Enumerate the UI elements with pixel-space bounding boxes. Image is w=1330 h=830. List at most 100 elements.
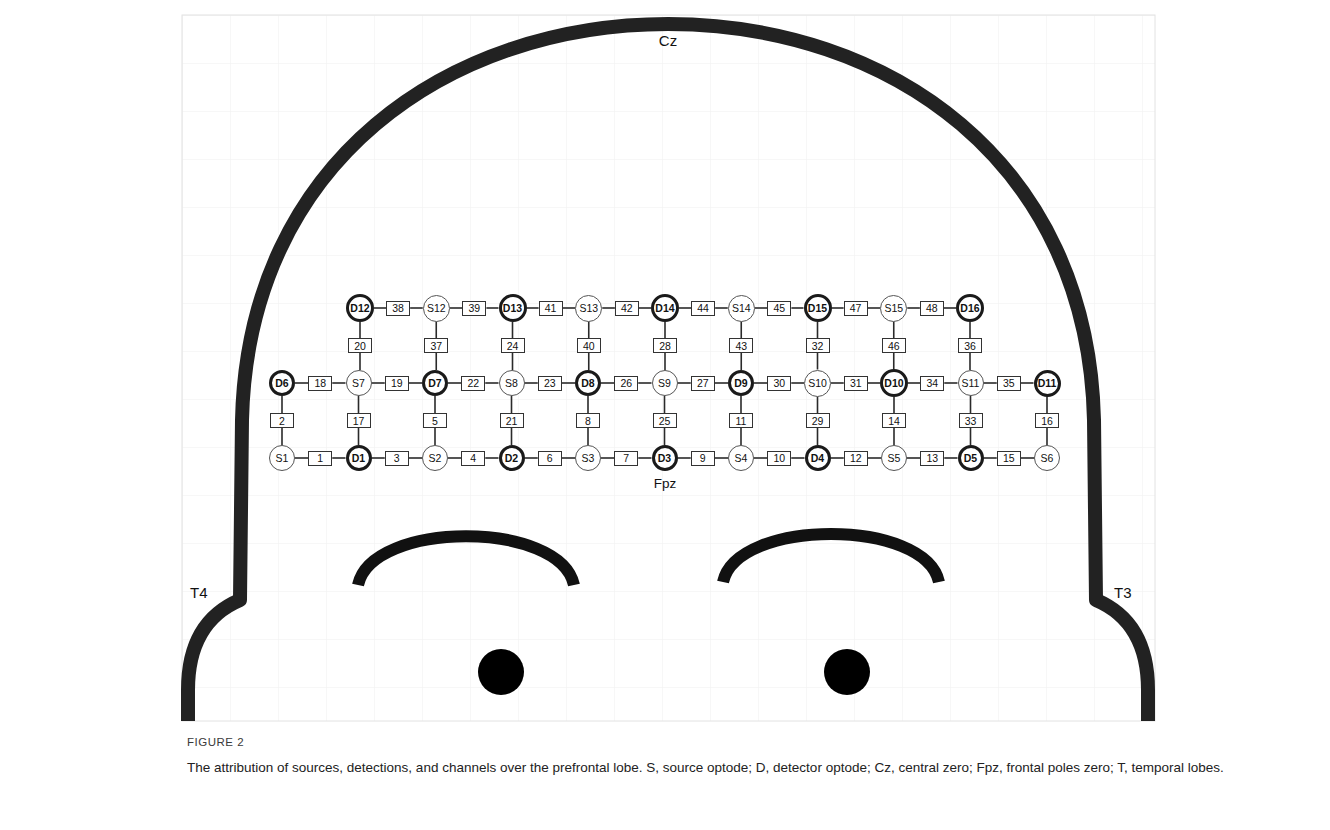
channel-line [434, 428, 436, 445]
channel-line [409, 382, 422, 384]
node-label: 22 [467, 377, 479, 389]
channel-line [664, 428, 666, 445]
source-optode: S10 [804, 370, 831, 397]
channel-line [907, 307, 920, 309]
channel-box: 36 [958, 338, 982, 353]
channel-box: 17 [347, 413, 371, 428]
node-label: 2 [279, 415, 285, 427]
channel-line [486, 307, 498, 309]
channel-line [588, 353, 590, 370]
channel-line [984, 382, 997, 384]
channel-line [358, 428, 360, 445]
channel-box: 47 [844, 301, 868, 316]
channel-line [587, 396, 589, 413]
channel-box: 38 [386, 301, 410, 316]
detector-optode: D9 [728, 370, 754, 396]
channel-box: 16 [1035, 413, 1059, 428]
channel-line [1021, 457, 1034, 459]
detector-optode: D13 [499, 294, 527, 322]
node-label: S7 [352, 377, 365, 389]
channel-line [295, 457, 308, 459]
detector-optode: D11 [1034, 370, 1061, 397]
channel-line [984, 457, 997, 459]
channel-line [512, 353, 514, 370]
node-label: 5 [432, 415, 438, 427]
channel-box: 7 [614, 451, 638, 466]
node-label: S5 [888, 452, 901, 464]
node-label: D7 [428, 377, 441, 389]
channel-line [970, 428, 972, 445]
node-label: 16 [1041, 415, 1053, 427]
figure-number: FIGURE 2 [187, 736, 244, 748]
channel-box: 26 [614, 376, 638, 391]
channel-line [791, 457, 804, 459]
channel-line [525, 457, 538, 459]
node-label: D16 [960, 302, 979, 314]
node-label: 29 [812, 415, 824, 427]
channel-line [562, 457, 575, 459]
channel-box: 22 [461, 376, 485, 391]
channel-box: 40 [577, 338, 601, 353]
channel-box: 31 [844, 376, 868, 391]
channel-box: 21 [500, 413, 524, 428]
channel-line [295, 382, 308, 384]
channel-line [678, 382, 691, 384]
node-label: 26 [620, 377, 632, 389]
right-eye [824, 649, 870, 695]
channel-line [511, 396, 513, 413]
channel-line [450, 307, 463, 309]
source-optode: S9 [652, 370, 678, 396]
detector-optode: D15 [804, 294, 832, 322]
channel-line [893, 353, 895, 369]
channel-line [485, 382, 498, 384]
node-label: 24 [507, 340, 519, 352]
channel-line [448, 382, 461, 384]
channel-line [435, 353, 437, 370]
node-label: 27 [697, 377, 709, 389]
node-label: S11 [962, 377, 980, 389]
channel-line [602, 307, 615, 309]
source-optode: S12 [423, 295, 450, 322]
node-label: D9 [734, 377, 747, 389]
channel-box: 24 [501, 338, 525, 353]
channel-box: 1 [308, 451, 332, 466]
node-label: 40 [583, 340, 595, 352]
channel-line [868, 307, 881, 309]
source-optode: S13 [575, 295, 602, 322]
channel-box: 46 [882, 338, 906, 353]
channel-box: 3 [385, 451, 409, 466]
channel-line [908, 382, 920, 384]
channel-line [715, 382, 728, 384]
node-label: 32 [812, 340, 824, 352]
node-label: D8 [581, 377, 594, 389]
node-label: D13 [503, 302, 522, 314]
node-label: D14 [655, 302, 674, 314]
channel-line [281, 428, 283, 445]
right-eyebrow [723, 534, 939, 582]
node-label: S1 [276, 452, 289, 464]
node-label: 44 [697, 302, 709, 314]
detector-optode: D10 [880, 369, 908, 397]
left-eyebrow [358, 536, 574, 585]
source-optode: S4 [728, 445, 754, 471]
source-optode: S1 [269, 445, 295, 471]
channel-line [831, 382, 844, 384]
node-label: D12 [350, 302, 369, 314]
channel-line [944, 307, 956, 309]
node-label: 4 [470, 452, 476, 464]
channel-line [410, 307, 423, 309]
detector-optode: D5 [958, 445, 984, 471]
channel-line [817, 428, 819, 445]
channel-line [601, 382, 614, 384]
channel-line [791, 382, 804, 384]
channel-box: 37 [424, 338, 448, 353]
detector-optode: D14 [651, 294, 679, 322]
channel-box: 44 [691, 301, 715, 316]
channel-box: 13 [920, 451, 944, 466]
landmark-label: Cz [659, 32, 677, 49]
detector-optode: D1 [346, 445, 372, 471]
channel-line [639, 307, 651, 309]
source-optode: S6 [1034, 445, 1060, 471]
landmark-label: T4 [190, 584, 208, 601]
channel-box: 29 [806, 413, 830, 428]
